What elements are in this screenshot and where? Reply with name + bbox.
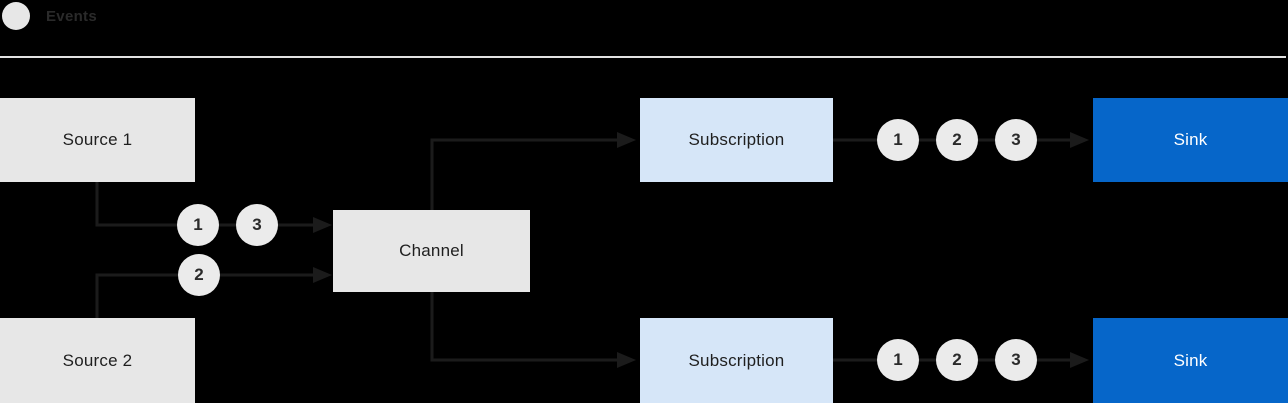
- node-sink-1: Sink: [1093, 98, 1288, 182]
- events-legend-label: Events: [46, 7, 97, 25]
- event-circle-src2-a: 2: [178, 254, 220, 296]
- event-circle-sub1-c: 3: [995, 119, 1037, 161]
- node-subscription-2: Subscription: [640, 318, 833, 403]
- event-circle-src1-a: 1: [177, 204, 219, 246]
- event-circle-sub2-b: 2: [936, 339, 978, 381]
- legend-divider: [0, 56, 1286, 58]
- node-subscription-2-label: Subscription: [688, 350, 785, 370]
- node-sink-2-label: Sink: [1173, 350, 1208, 370]
- node-subscription-1-label: Subscription: [688, 130, 785, 149]
- events-legend: Events: [2, 2, 97, 30]
- event-circle-sub2-c: 3: [995, 339, 1037, 381]
- node-source-2-label: Source 2: [62, 350, 133, 370]
- event-circle-src1-b: 3: [236, 204, 278, 246]
- node-source-1: Source 1: [0, 98, 195, 182]
- event-circle-icon: [2, 2, 30, 30]
- event-circle-sub2-a: 1: [877, 339, 919, 381]
- node-subscription-1: Subscription: [640, 98, 833, 182]
- node-source-2: Source 2: [0, 318, 195, 403]
- node-source-1-label: Source 1: [62, 130, 133, 149]
- event-circle-sub1-b: 2: [936, 119, 978, 161]
- node-sink-1-label: Sink: [1173, 130, 1208, 149]
- node-sink-2: Sink: [1093, 318, 1288, 403]
- event-circle-sub1-a: 1: [877, 119, 919, 161]
- node-channel: Channel: [333, 210, 530, 292]
- node-channel-label: Channel: [399, 241, 464, 260]
